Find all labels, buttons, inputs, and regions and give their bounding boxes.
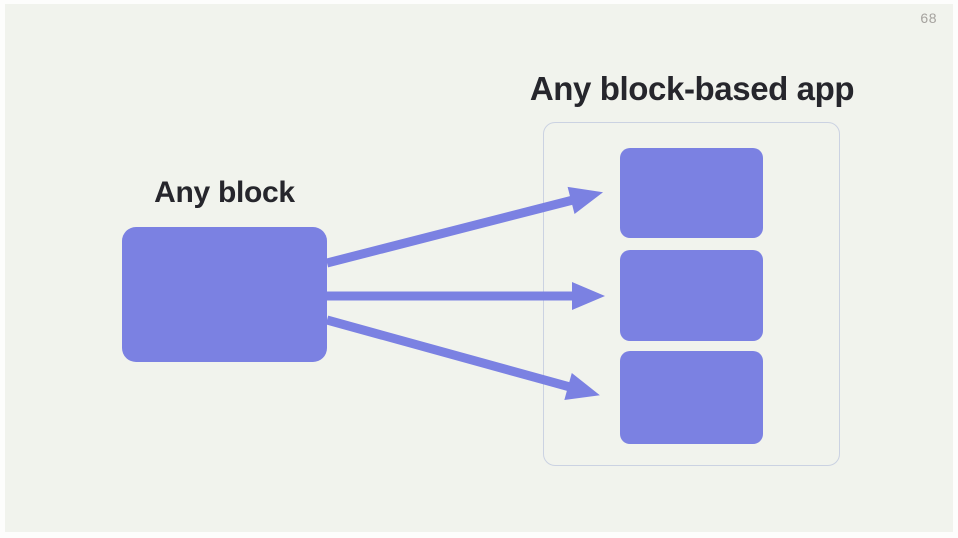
app-title: Any block-based app (529, 70, 855, 107)
page-number: 68 (920, 10, 937, 26)
arrow-group (325, 186, 605, 400)
source-block-label: Any block (154, 176, 295, 209)
arrow-top (325, 186, 604, 268)
app-container (543, 122, 840, 466)
source-block (122, 227, 327, 362)
app-block (620, 250, 763, 341)
app-block (620, 351, 763, 444)
slide: 68 Any block Any block-based app (5, 4, 953, 532)
arrow-bottom (325, 315, 600, 400)
app-block (620, 148, 763, 238)
